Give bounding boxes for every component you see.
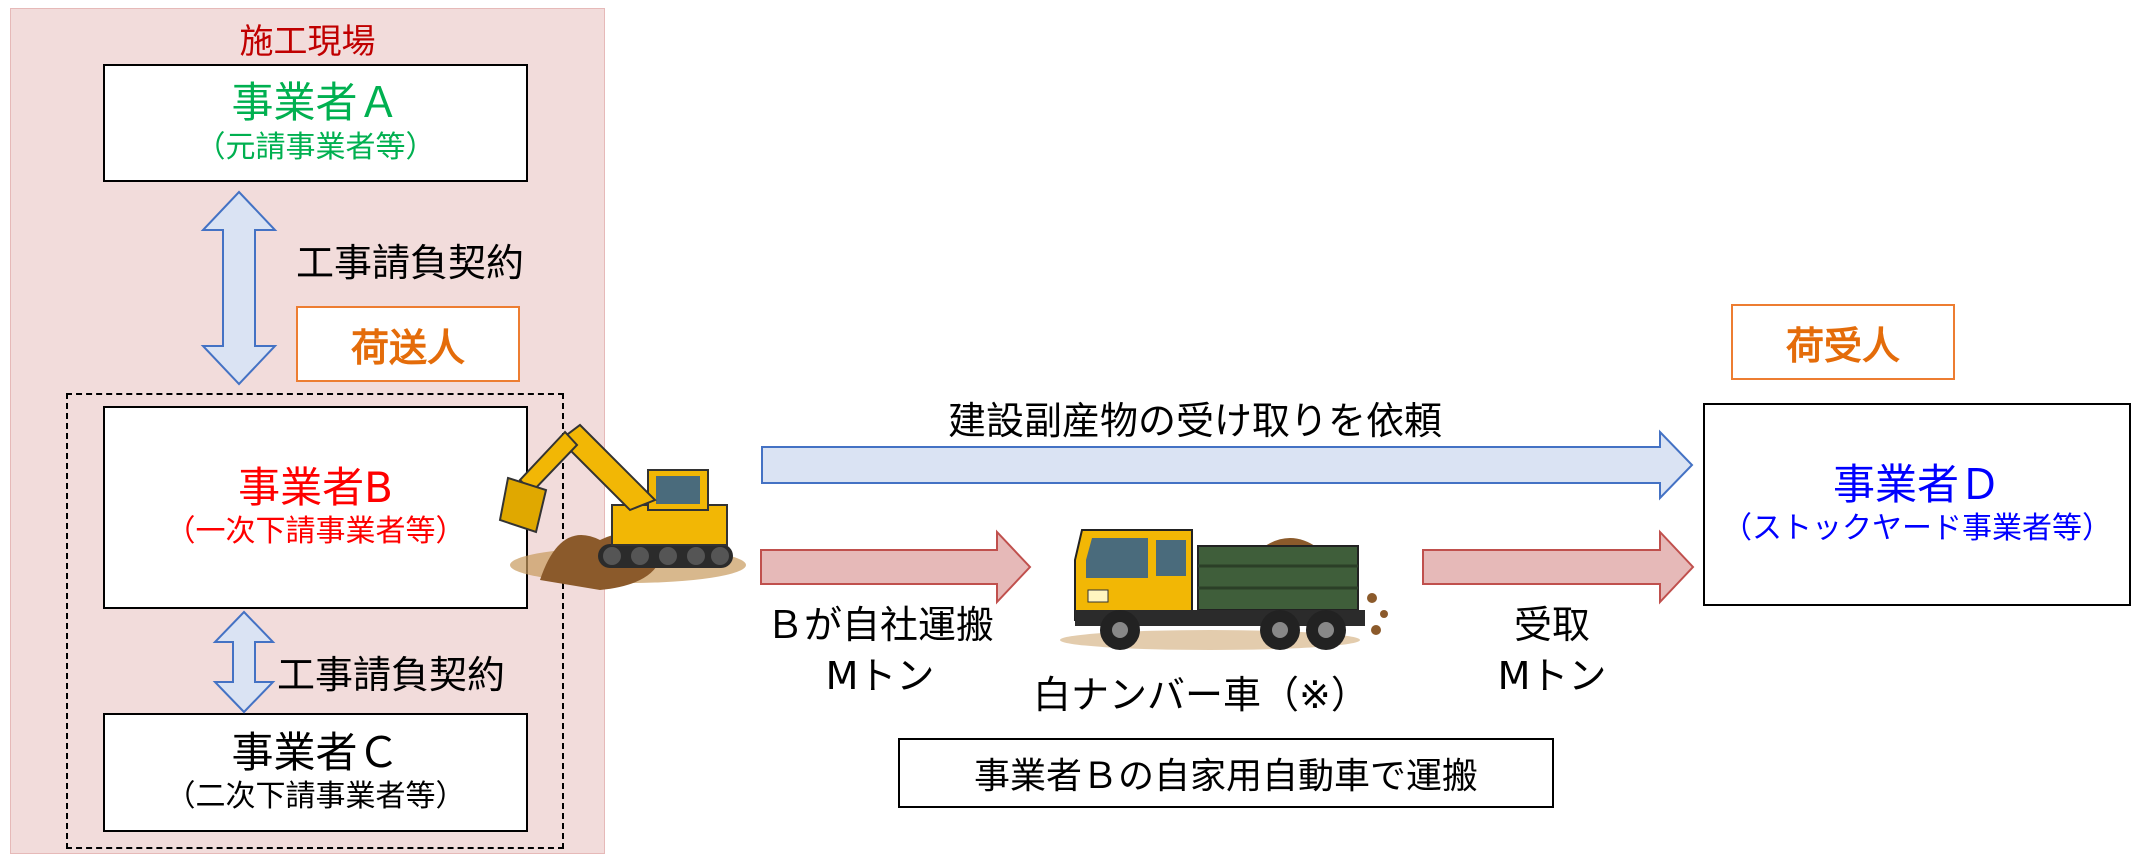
self-transport-line1: Ｂが自社運搬	[765, 603, 994, 647]
contract-label-a-b: 工事請負契約	[296, 241, 525, 285]
construction-site-label: 施工現場	[239, 22, 376, 62]
contract-label-b-c: 工事請負契約	[277, 653, 506, 697]
company-d-name: 事業者Ｄ	[1832, 459, 2001, 509]
excavator-icon	[498, 423, 746, 590]
company-b-role: （一次下請事業者等）	[165, 514, 466, 550]
contract-arrow-a-b	[200, 190, 278, 386]
truck-label: 白ナンバー車（※）	[1033, 673, 1369, 717]
receive-line2: Mトン	[1497, 654, 1607, 699]
transport-arrow-left	[760, 529, 1032, 605]
company-b-c-group	[66, 393, 564, 849]
company-b-box: 事業者B （一次下請事業者等）	[103, 406, 528, 609]
company-c-role: （二次下請事業者等）	[165, 779, 466, 815]
company-c-box: 事業者Ｃ （二次下請事業者等）	[103, 713, 528, 832]
request-arrow	[761, 429, 1694, 501]
self-transport-label: Ｂが自社運搬 Mトン	[740, 600, 1020, 703]
shipper-role-badge: 荷送人	[296, 306, 520, 382]
company-a-role: （元請事業者等）	[195, 129, 436, 165]
contract-arrow-b-c	[212, 610, 276, 714]
company-b-name: 事業者B	[238, 462, 393, 512]
transport-arrow-right	[1422, 529, 1695, 605]
dump-truck-icon	[1060, 529, 1388, 650]
transport-note-box: 事業者Ｂの自家用自動車で運搬	[898, 738, 1554, 808]
company-a-box: 事業者Ａ （元請事業者等）	[103, 64, 528, 182]
receive-label: 受取 Mトン	[1462, 600, 1642, 703]
company-a-name: 事業者Ａ	[231, 78, 400, 128]
receiver-role-badge: 荷受人	[1731, 304, 1955, 380]
request-flow-label: 建設副産物の受け取りを依頼	[948, 399, 1443, 443]
company-c-name: 事業者Ｃ	[231, 727, 400, 777]
company-d-box: 事業者Ｄ （ストックヤード事業者等）	[1703, 403, 2131, 606]
company-d-role: （ストックヤード事業者等）	[1722, 511, 2112, 547]
receive-line1: 受取	[1513, 603, 1590, 647]
self-transport-line2: Mトン	[825, 654, 935, 699]
